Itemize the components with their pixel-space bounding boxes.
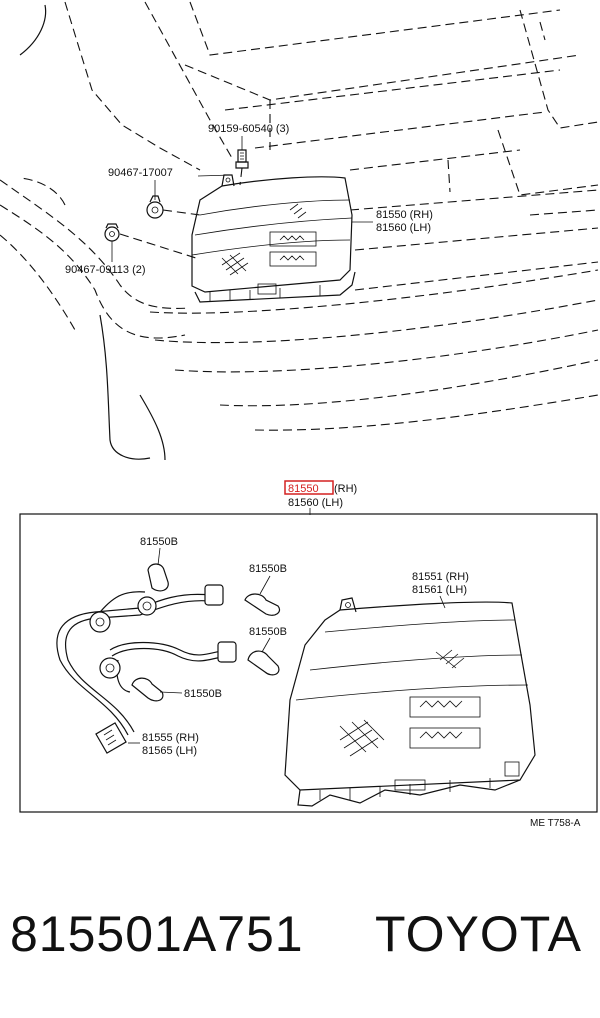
bulb-3-label: 81550B: [249, 626, 287, 638]
lens-rh-label: 81551 (RH): [412, 571, 469, 583]
lamp-rh-label: 81550 (RH): [376, 209, 433, 221]
socket-icon: [89, 584, 237, 679]
bulb-4-label: 81550B: [184, 688, 222, 700]
lower-lamp-assembly: [284, 597, 536, 807]
bulb-1-label: 81550B: [140, 536, 178, 548]
upper-lamp-assembly: [191, 174, 356, 303]
header-rh-label: (RH): [334, 483, 357, 495]
caption: 815501A751 TOYOTA: [0, 905, 600, 975]
header-lh-label: 81560 (LH): [288, 497, 343, 509]
bulb-2-label: 81550B: [249, 563, 287, 575]
socket-rh-label: 81555 (RH): [142, 732, 199, 744]
part-number: 815501A751: [10, 906, 304, 962]
clip-upper-label: 90467-17007: [108, 167, 173, 179]
header-part-label: 81550: [288, 483, 319, 495]
bulb-icon: [131, 563, 281, 702]
lamp-lh-label: 81560 (LH): [376, 222, 431, 234]
clip-lower-label: 90467-09113 (2): [65, 264, 146, 276]
header-part-highlight: [284, 480, 334, 495]
lens-lh-label: 81561 (LH): [412, 584, 467, 596]
lower-leader-lines: [128, 547, 446, 744]
brand-name: TOYOTA: [375, 906, 582, 962]
vehicle-body-outline: [0, 1, 599, 461]
screw-icon: [235, 149, 249, 169]
detail-frame: [19, 513, 598, 813]
upper-leader-lines: [111, 136, 373, 262]
connector-icon: [95, 722, 127, 754]
figure-code: ME T758-A: [530, 818, 581, 829]
clip-lower-icon: [104, 223, 120, 242]
socket-lh-label: 81565 (LH): [142, 745, 197, 757]
screw-label: 90159-60540 (3): [208, 123, 289, 135]
